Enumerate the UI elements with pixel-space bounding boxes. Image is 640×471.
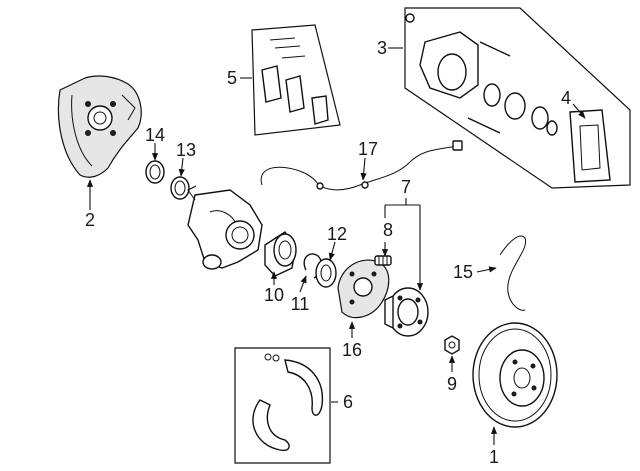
callout-14: 14: [145, 125, 165, 145]
hub-bearing: [264, 231, 297, 277]
callout-15: 15: [453, 262, 473, 282]
callout-9: 9: [447, 374, 457, 394]
steering-knuckle: [187, 185, 263, 270]
shoe-kit-box: [234, 347, 331, 464]
callout-6: 6: [343, 392, 353, 412]
callout-16: 16: [342, 340, 362, 360]
splash-shield: [337, 259, 390, 319]
hub-nut: [444, 335, 460, 355]
callout-7: 7: [401, 177, 411, 197]
brake-line: [499, 235, 527, 311]
brake-rotor: [472, 322, 558, 428]
wheel-hub: [384, 287, 429, 337]
wheel-stud: [374, 255, 392, 266]
abs-sensor-wire: [260, 140, 463, 191]
callout-11: 11: [291, 294, 310, 314]
callout-5: 5: [227, 68, 237, 88]
inner-seal: [315, 258, 337, 288]
seal-part: [145, 160, 165, 184]
callout-1: 1: [489, 447, 499, 467]
backing-plate: [57, 75, 142, 178]
callout-13: 13: [176, 140, 196, 160]
callout-10: 10: [264, 285, 284, 305]
callout-2: 2: [85, 210, 95, 230]
leader-lines: [86, 47, 586, 445]
callout-4: 4: [561, 88, 571, 108]
callout-labels: 1 2 3 4 5 6 7 8 9 10 11 12 13 14 15 16 1…: [85, 38, 571, 467]
ring-part: [170, 176, 190, 200]
caliper-kit-box: [404, 7, 631, 189]
callout-8: 8: [383, 220, 393, 240]
pad-kit-box: [251, 24, 341, 136]
callout-3: 3: [377, 38, 387, 58]
callout-17: 17: [358, 139, 378, 159]
callout-12: 12: [327, 224, 347, 244]
